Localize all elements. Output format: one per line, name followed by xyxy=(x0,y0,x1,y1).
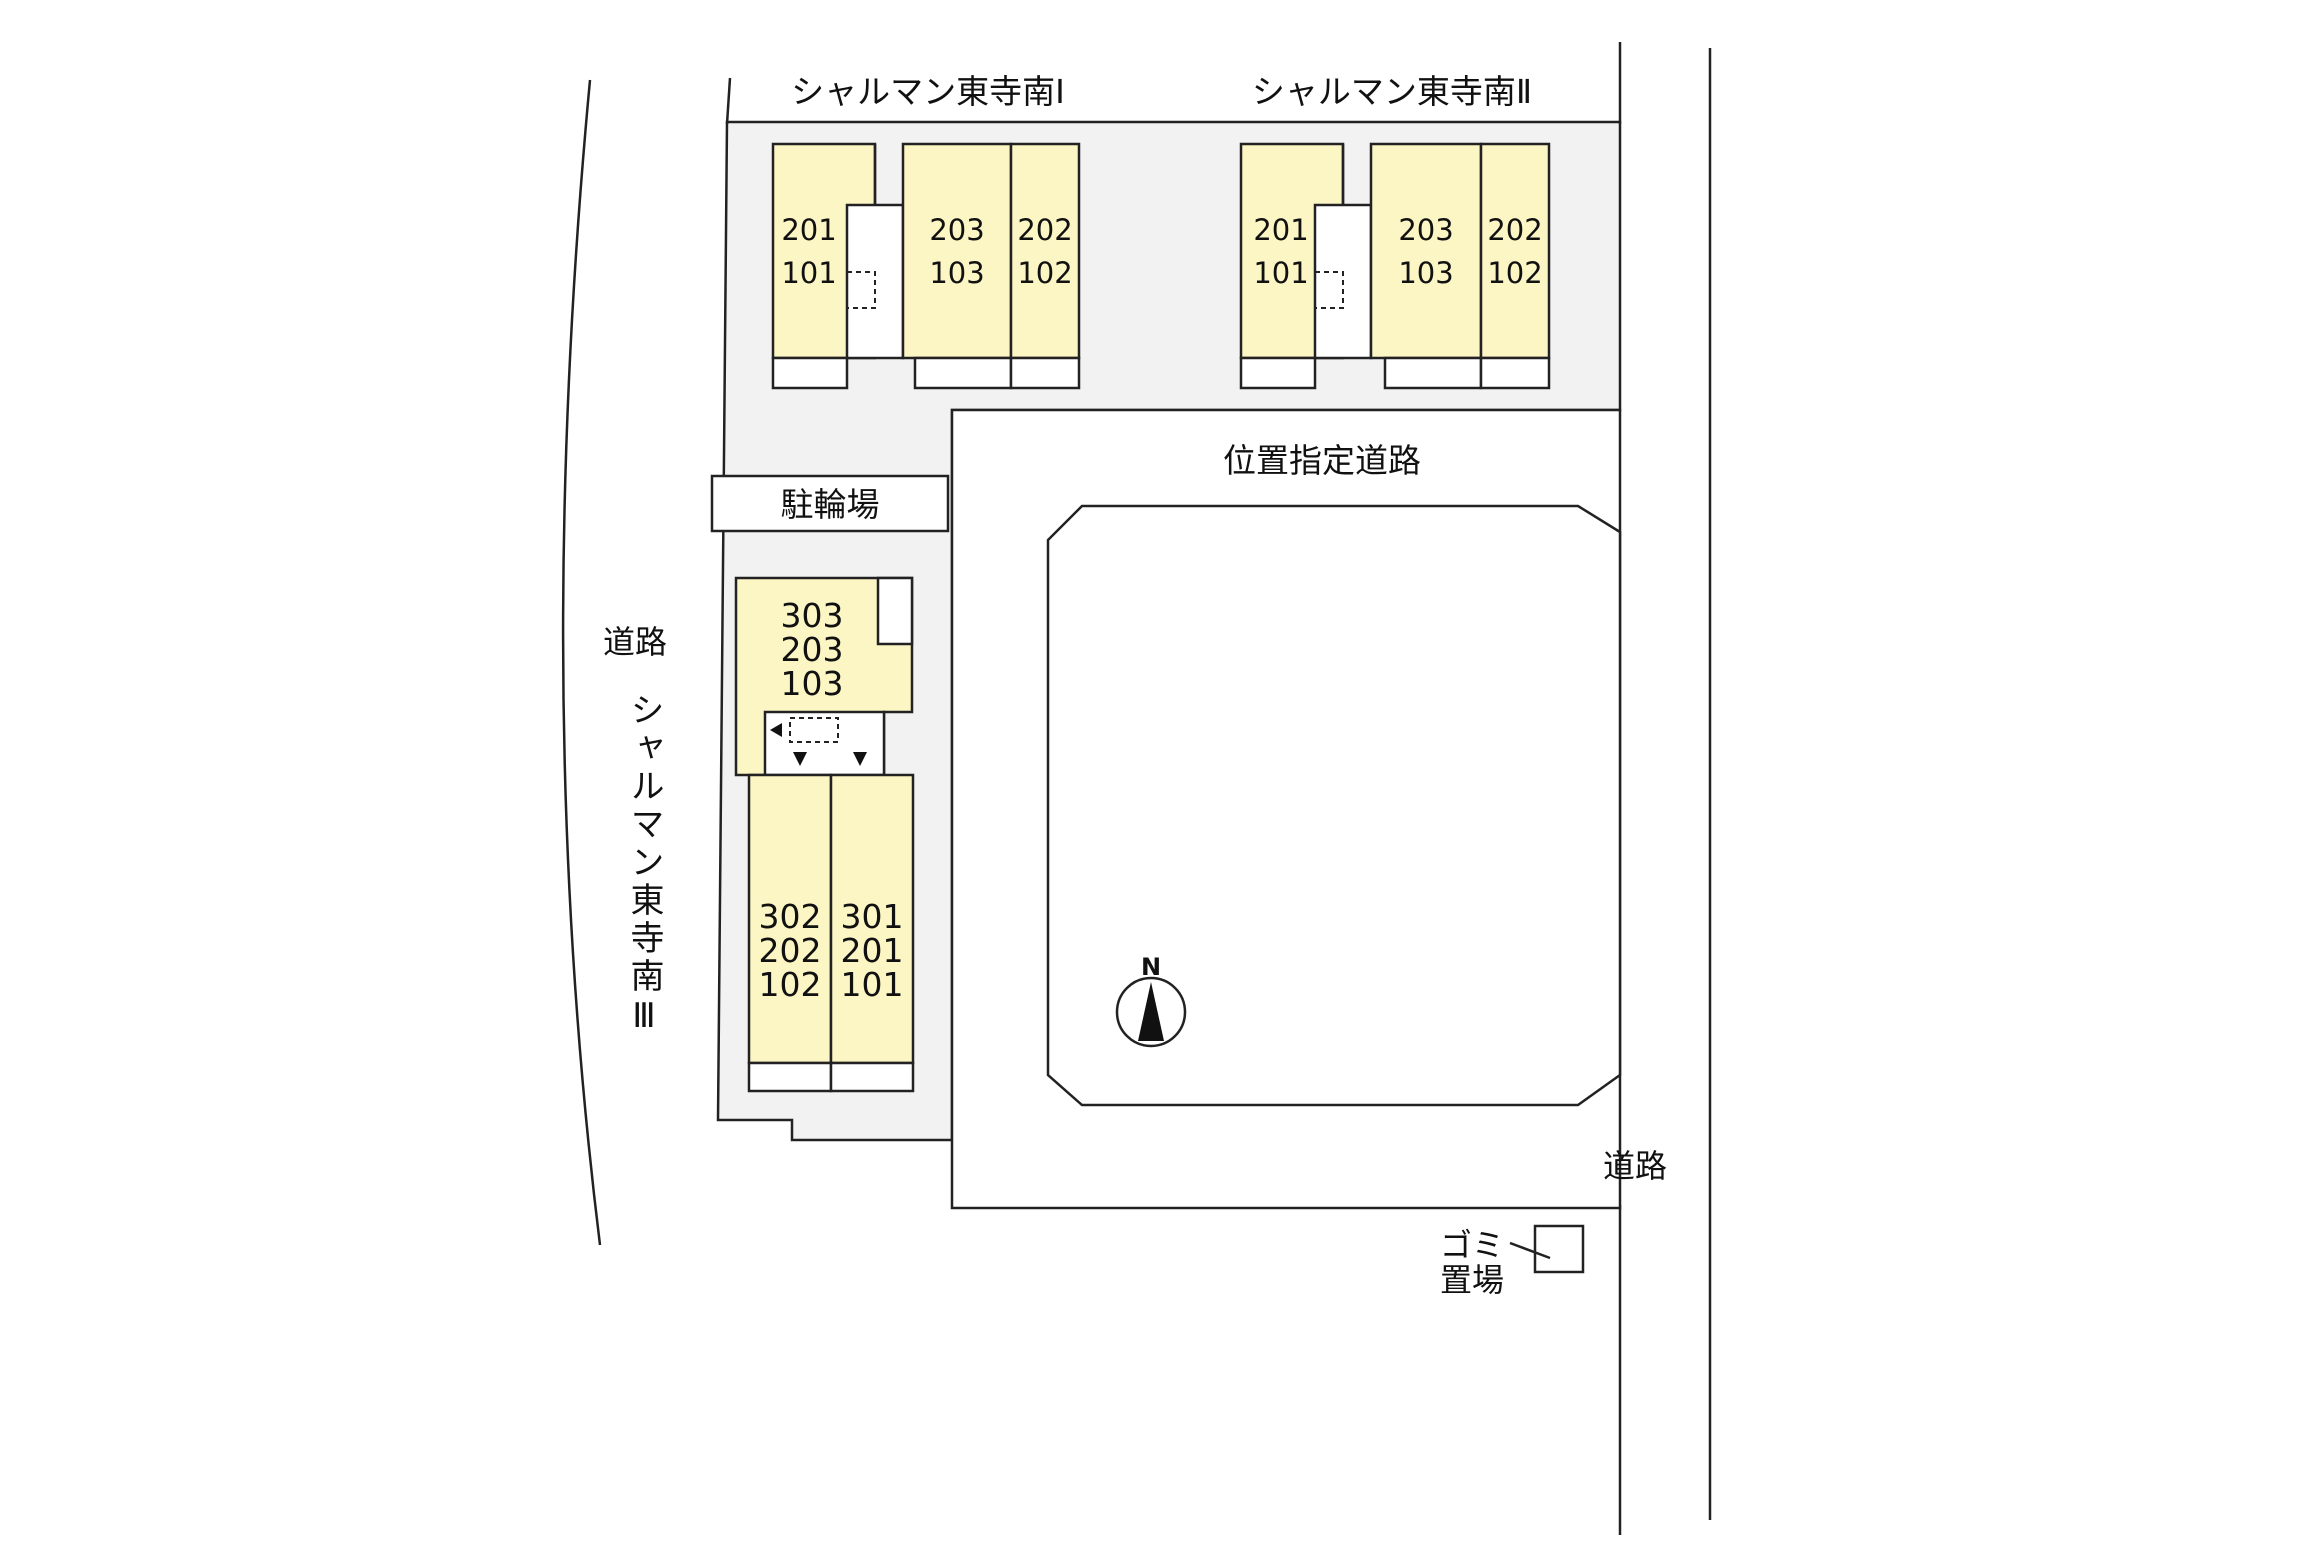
building-1-unit-103: 103 xyxy=(929,256,984,290)
designated-road-label: 位置指定道路 xyxy=(1223,441,1421,480)
building-3-arrow-down-1 xyxy=(793,752,807,766)
building-1-unit-201: 201 xyxy=(781,213,836,247)
building-3-arrow-down-2 xyxy=(853,752,867,766)
right-road-label: 道路 xyxy=(1603,1147,1667,1185)
building-1-unit-203: 203 xyxy=(929,213,984,247)
building-1-stair-dashed xyxy=(846,271,876,309)
bicycle-parking-label: 駐輪場 xyxy=(781,485,880,524)
building-3-unit-101: 101 xyxy=(841,965,904,1004)
building-2-unit-201: 201 xyxy=(1253,213,1308,247)
building-3-name: シャルマン東寺南Ⅲ xyxy=(624,692,664,1040)
building-1-unit-102: 102 xyxy=(1017,256,1072,290)
building-3-unit-bottom-right xyxy=(829,773,915,1065)
garbage-leader-line xyxy=(1509,1241,1551,1260)
building-2-unit-right xyxy=(1479,142,1551,360)
building-2-unit-103: 103 xyxy=(1398,256,1453,290)
building-3-entrance xyxy=(763,710,886,777)
left-road-edge xyxy=(561,79,602,1246)
building-1-unit-101: 101 xyxy=(781,256,836,290)
building-3-unit-202: 202 xyxy=(759,931,822,970)
building-3-unit-103: 103 xyxy=(781,664,844,703)
designated-road-inner xyxy=(1046,504,1622,1107)
site-lot-top-edge xyxy=(725,77,732,125)
garbage-label-line2: 置場 xyxy=(1440,1261,1504,1299)
building-2-balcony-left xyxy=(1239,356,1317,390)
building-3-unit-303: 303 xyxy=(781,596,844,635)
building-1: シャルマン東寺南Ⅰ 201 101 203 103 202 102 xyxy=(771,72,1081,390)
building-1-name: シャルマン東寺南Ⅰ xyxy=(791,72,1065,111)
building-2-unit-102: 102 xyxy=(1487,256,1542,290)
building-3-unit-201: 201 xyxy=(841,931,904,970)
building-1-unit-202: 202 xyxy=(1017,213,1072,247)
building-1-balcony-left xyxy=(771,356,849,390)
left-road-label: 道路 xyxy=(603,623,667,661)
building-1-unit-middle xyxy=(901,142,1013,360)
building-3-unit-301: 301 xyxy=(841,897,904,936)
building-3-corner-box xyxy=(876,576,914,646)
building-1-balcony-right xyxy=(1009,356,1081,390)
building-3-arrow-left xyxy=(770,723,782,737)
building-1-balcony-middle xyxy=(913,356,1013,390)
building-2-unit-middle xyxy=(1369,142,1483,360)
garbage-box xyxy=(1533,1224,1585,1274)
building-1-unit-right xyxy=(1009,142,1081,360)
building-2-unit-101: 101 xyxy=(1253,256,1308,290)
building-2-stair-dashed xyxy=(1314,271,1344,309)
building-2-balcony-right xyxy=(1479,356,1551,390)
bicycle-parking xyxy=(710,474,950,533)
building-2-unit-202: 202 xyxy=(1487,213,1542,247)
building-3: 303 203 103 302 202 102 301 201 101 xyxy=(734,576,915,1093)
compass-label: N xyxy=(1141,953,1161,981)
north-compass-icon: N xyxy=(1115,953,1187,1048)
building-3-unit-302: 302 xyxy=(759,897,822,936)
building-3-unit-102: 102 xyxy=(759,965,822,1004)
building-3-unit-203: 203 xyxy=(781,630,844,669)
building-2-name: シャルマン東寺南Ⅱ xyxy=(1252,72,1532,111)
building-2-balcony-middle xyxy=(1383,356,1483,390)
building-3-balcony-right xyxy=(829,1061,915,1093)
building-2: シャルマン東寺南Ⅱ 201 101 203 103 202 102 xyxy=(1239,72,1551,390)
garbage-label-line1: ゴミ xyxy=(1440,1226,1504,1264)
building-2-unit-203: 203 xyxy=(1398,213,1453,247)
building-3-balcony-left xyxy=(747,1061,833,1093)
